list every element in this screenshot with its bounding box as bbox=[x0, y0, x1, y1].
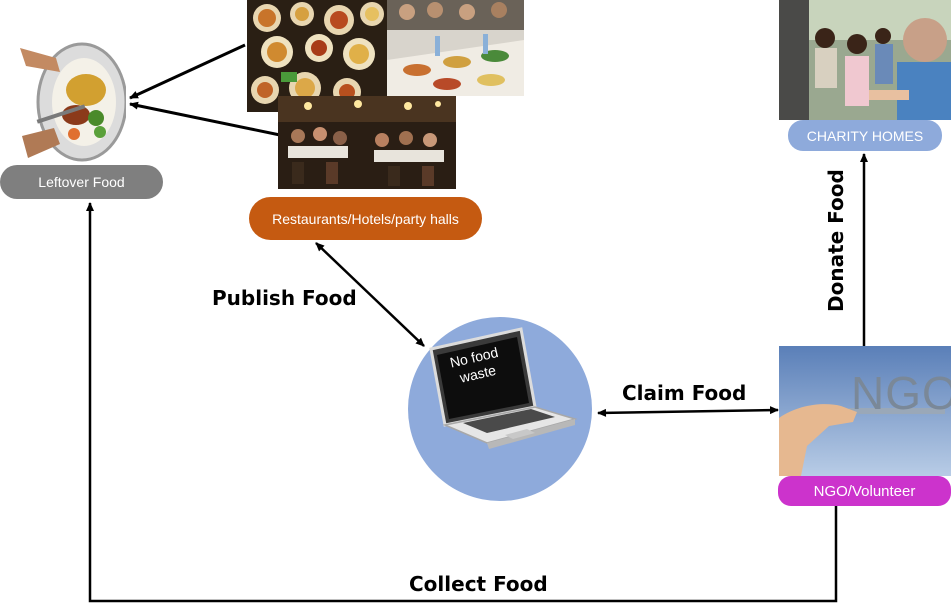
ngo-volunteer-label: NGO/Volunteer bbox=[813, 482, 916, 500]
ngo-sign-text: NGO bbox=[851, 367, 951, 419]
leftover-food-node: Leftover Food bbox=[0, 165, 163, 199]
ngo-image: NGO bbox=[779, 346, 951, 476]
leftover-plate-image bbox=[16, 40, 126, 164]
app-node: No food waste bbox=[405, 315, 595, 503]
arrow-claim-food bbox=[597, 406, 779, 417]
restaurants-node: Restaurants/Hotels/party halls bbox=[249, 197, 482, 240]
collect-food-label: Collect Food bbox=[409, 572, 548, 596]
publish-food-label: Publish Food bbox=[212, 286, 357, 310]
charity-homes-node: CHARITY HOMES bbox=[788, 120, 942, 151]
charity-homes-label: CHARITY HOMES bbox=[806, 127, 924, 144]
charity-homes-image bbox=[779, 0, 951, 120]
arrow-collect-food bbox=[86, 202, 838, 603]
claim-food-label: Claim Food bbox=[622, 381, 747, 405]
restaurants-label: Restaurants/Hotels/party halls bbox=[272, 210, 459, 227]
party-hall-image bbox=[278, 96, 456, 189]
arrow-publish-food bbox=[315, 242, 425, 347]
ngo-volunteer-node: NGO/Volunteer bbox=[778, 476, 951, 506]
donate-food-label: Donate Food bbox=[824, 169, 848, 312]
buffet-table-image bbox=[387, 0, 524, 96]
laptop-icon bbox=[429, 327, 578, 449]
leftover-food-label: Leftover Food bbox=[38, 174, 125, 190]
arrow-restaurant-to-leftover-1 bbox=[129, 43, 246, 100]
arrow-restaurant-to-leftover-2 bbox=[129, 101, 281, 137]
